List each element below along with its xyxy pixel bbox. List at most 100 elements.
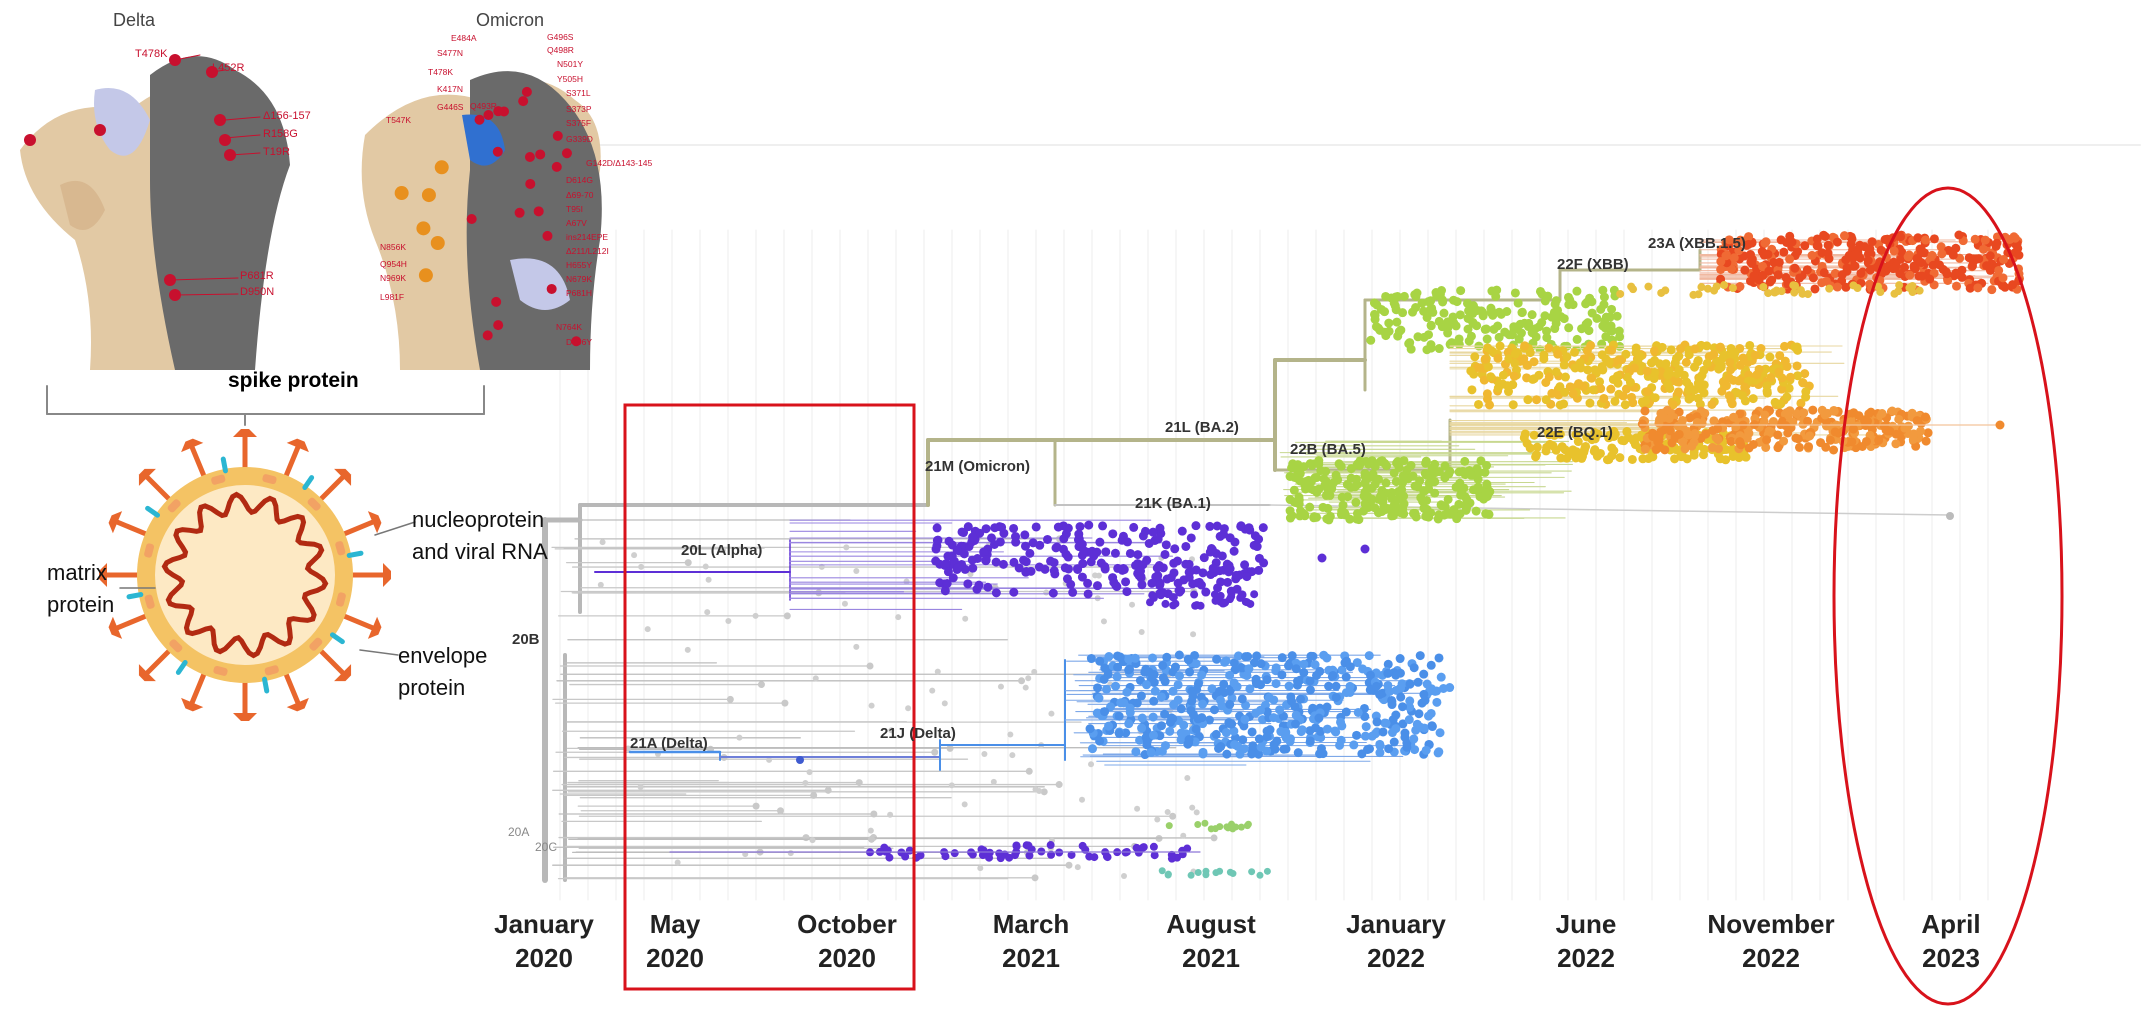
- sample-dot: [867, 827, 874, 834]
- xbb-sample-dot: [1482, 334, 1492, 344]
- sample-dot: [1007, 731, 1014, 738]
- bq1-sample-dot: [1830, 427, 1840, 437]
- xbb-sample-dot: [1451, 321, 1461, 331]
- ba5-sample-dot: [1560, 387, 1570, 397]
- delta-sample-dot: [1341, 672, 1351, 682]
- delta-sample-dot: [1197, 713, 1207, 723]
- alpha-sample-dot: [1048, 588, 1058, 598]
- xbb-sample-dot: [1456, 286, 1466, 296]
- xbb-sample-dot: [1489, 324, 1499, 334]
- sample-dot: [981, 751, 988, 758]
- ba5-sample-dot: [1717, 386, 1727, 396]
- envelope-protein-icon: [346, 550, 364, 558]
- sample-dot: [929, 687, 936, 694]
- delta-sample-dot: [1122, 687, 1132, 697]
- sample-dot: [931, 748, 939, 756]
- ba5-sample-dot: [1621, 384, 1631, 394]
- delta-sample-dot: [1088, 744, 1098, 754]
- xbb-sample-dot: [1494, 332, 1504, 342]
- spike-protein-icon: [367, 511, 382, 534]
- xbb-sample-dot: [1462, 298, 1472, 308]
- delta-sample-dot: [1398, 702, 1408, 712]
- delta-sample-dot: [1221, 728, 1231, 738]
- sample-dot: [1031, 668, 1038, 675]
- xbb15-sample-dot: [1823, 240, 1833, 250]
- ba5-sample-dot: [1590, 434, 1600, 444]
- delta-sample-dot: [1281, 744, 1291, 754]
- alpha-sample-dot: [1110, 548, 1120, 558]
- xbb-sample-dot: [1412, 288, 1422, 298]
- xbb15-sample-dot: [1974, 254, 1984, 264]
- delta-sample-dot: [1176, 728, 1186, 738]
- omicron-mutation-label: T478K: [428, 67, 453, 77]
- delta-sample-dot: [1353, 707, 1363, 717]
- xbb15-sample-dot: [2010, 233, 2020, 243]
- xbb15-sample-dot: [1910, 264, 1920, 274]
- xbb-sample-dot: [1372, 300, 1382, 310]
- bq1-sample-dot: [1783, 428, 1793, 438]
- xbb-sample-dot: [1527, 310, 1537, 320]
- bq1-sample-dot: [1713, 444, 1723, 454]
- sample-dot: [1256, 871, 1264, 879]
- ba2-sample-dot: [1426, 477, 1436, 487]
- sample-dot: [719, 547, 726, 554]
- omicron-mutation-label: G142D/Δ143-145: [586, 158, 652, 168]
- xbb-sample-dot: [1601, 332, 1611, 342]
- xbb15-sample-dot: [1865, 265, 1875, 275]
- bq1-sample-dot: [1788, 417, 1798, 427]
- ba5-sample-dot: [1571, 430, 1581, 440]
- sample-dot: [1201, 819, 1209, 827]
- xbb-sample-dot: [1598, 321, 1608, 331]
- sample-dot: [736, 734, 743, 741]
- xbb-sample-dot: [1491, 291, 1501, 301]
- xbb15-sample-dot: [1927, 250, 1937, 260]
- delta-sample-dot: [1318, 749, 1328, 759]
- xbb15-sample-dot: [1724, 235, 1734, 245]
- bq1-sample-dot: [1879, 421, 1889, 431]
- alpha-sample-dot: [1181, 541, 1191, 551]
- alpha-sample-dot: [943, 567, 953, 577]
- ba2-sample-dot: [1377, 456, 1387, 466]
- xbb-sample-dot: [1439, 308, 1449, 318]
- ba5-sample-dot: [1664, 366, 1674, 376]
- ba5-sample-dot: [1642, 366, 1652, 376]
- sample-dot: [868, 835, 876, 843]
- alpha-sample-dot: [1244, 523, 1254, 533]
- xbb-sample-dot: [1599, 292, 1609, 302]
- ba5-sample-dot: [1564, 449, 1574, 459]
- spike-protein-icon: [138, 468, 156, 486]
- bq1-sample-dot: [1864, 409, 1874, 419]
- xbb15-sample-dot: [1954, 230, 1964, 240]
- ba2-sample-dot: [1351, 497, 1361, 507]
- alpha-sample-dot: [1026, 566, 1036, 576]
- delta-sample-dot: [1397, 679, 1407, 689]
- sample-dot: [895, 614, 902, 621]
- ba2-sample-dot: [1481, 488, 1491, 498]
- alpha-sample-dot: [885, 853, 894, 862]
- ba5-sample-dot: [1724, 391, 1734, 401]
- ba2-sample-dot: [1305, 502, 1315, 512]
- sample-dot: [888, 727, 895, 734]
- delta-sample-dot: [1278, 711, 1288, 721]
- ba5-sample-dot: [1529, 430, 1539, 440]
- xbb-sample-dot: [1599, 300, 1609, 310]
- xbb15-sample-dot: [1957, 272, 1967, 282]
- delta-sample-dot: [1086, 654, 1096, 664]
- alpha-sample-dot: [1240, 560, 1250, 570]
- ba5-sample-dot: [1735, 360, 1745, 370]
- alpha-sample-dot: [1066, 579, 1076, 589]
- alpha-sample-dot: [1153, 534, 1163, 544]
- sample-dot: [1031, 874, 1039, 882]
- alpha-sample-dot: [1241, 597, 1250, 606]
- ba5-sample-dot: [1674, 365, 1684, 375]
- sample-dot: [1263, 867, 1271, 875]
- xbb-sample-dot: [1577, 324, 1587, 334]
- spike-protein-icon: [115, 519, 151, 538]
- clade-label-22f-xbb: 22F (XBB): [1557, 256, 1629, 273]
- alpha-sample-dot: [950, 849, 959, 858]
- omicron-mutation-site: [551, 161, 562, 172]
- omicron-mutation-site: [483, 110, 494, 121]
- ba2-sample-dot: [1462, 503, 1472, 513]
- delta-sample-dot: [1383, 668, 1393, 678]
- ba5-sample-dot: [1801, 387, 1811, 397]
